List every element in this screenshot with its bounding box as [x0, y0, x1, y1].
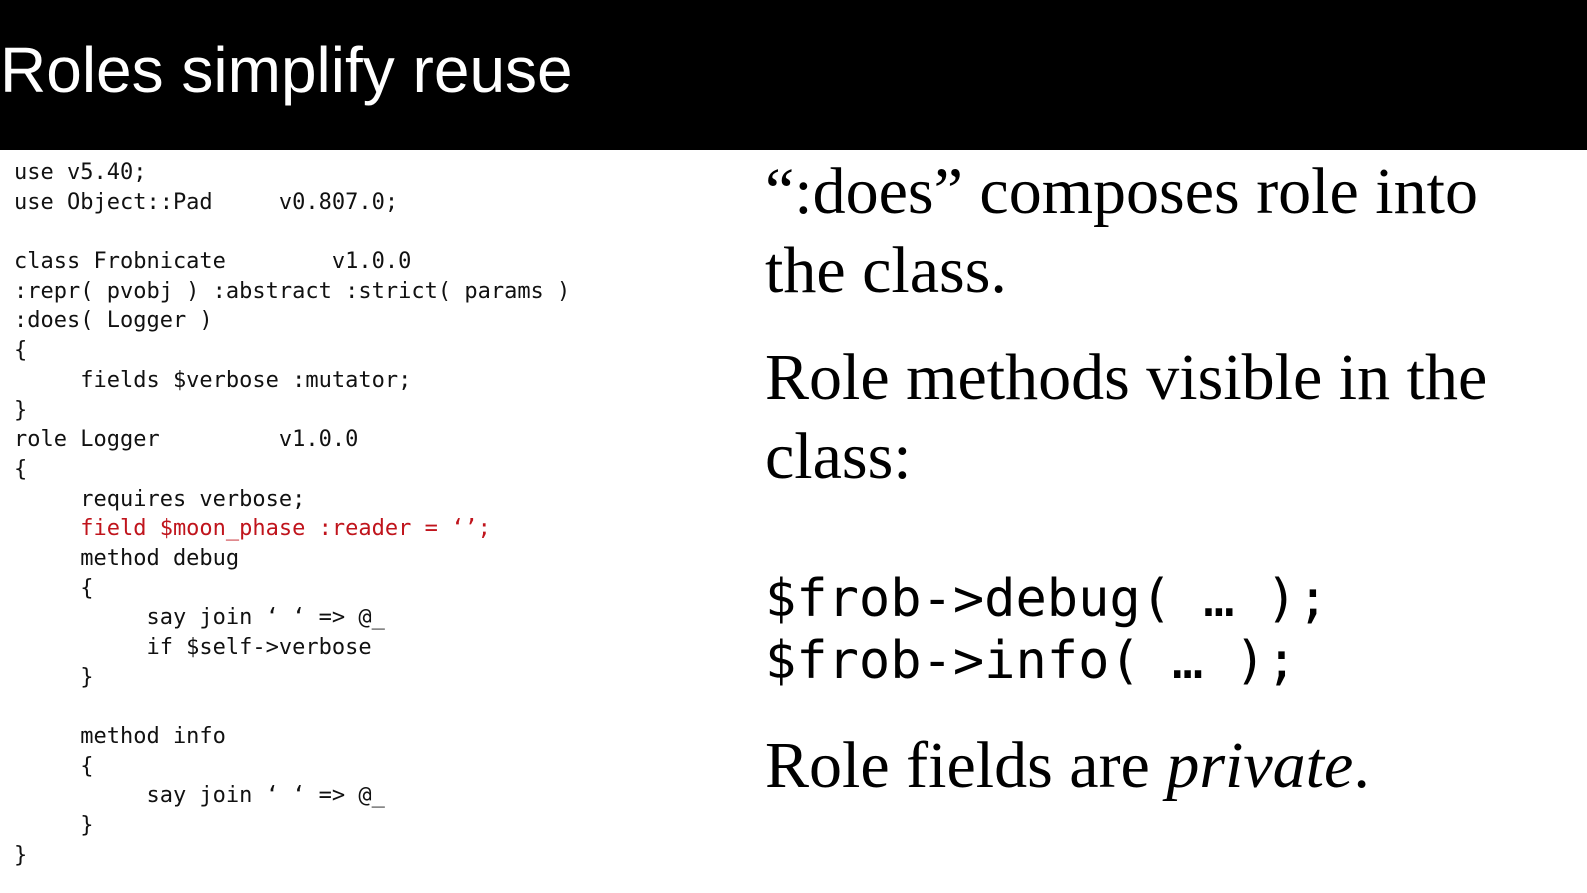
call-debug: $frob->debug( … ); — [765, 569, 1329, 629]
code-line — [14, 217, 570, 247]
code-line: { — [14, 575, 94, 601]
paragraph-role-fields: Role fields are private. — [765, 726, 1565, 805]
role-fields-suffix: . — [1353, 729, 1370, 802]
role-fields-prefix: Role fields are — [765, 729, 1167, 802]
code-line: } — [14, 813, 94, 839]
code-line: say join ‘ ‘ => @_ — [14, 783, 385, 809]
code-line: class Frobnicate v1.0.0 — [14, 249, 412, 275]
code-line: :repr( pvobj ) :abstract :strict( params… — [14, 278, 571, 304]
code-line: role Logger v1.0.0 — [14, 427, 359, 453]
code-line: method debug — [14, 545, 240, 571]
paragraph-role-methods: Role methods visible in the class: — [765, 341, 1488, 493]
code-line: method info — [14, 724, 226, 750]
title-bar: Roles simplify reuse — [0, 0, 1587, 150]
code-line: { — [14, 753, 94, 779]
code-line-highlighted: field $moon_phase :reader = ‘’; — [14, 516, 491, 542]
code-line: use v5.40; — [14, 160, 147, 185]
call-info: $frob->info( … ); — [765, 631, 1298, 691]
code-line: if $self->verbose — [14, 635, 372, 660]
code-line: use Object::Pad v0.807.0; — [14, 189, 399, 215]
method-calls: $frob->debug( … ); $frob->info( … ); — [765, 568, 1565, 692]
code-line: } — [14, 842, 28, 868]
role-fields-emphasis: private — [1166, 729, 1354, 802]
code-line: fields $verbose :mutator; — [14, 367, 412, 393]
code-line: { — [14, 338, 28, 364]
code-line: say join ‘ ‘ => @_ — [14, 605, 385, 631]
code-line: } — [14, 397, 28, 423]
code-line: :does( Logger ) — [14, 308, 213, 334]
code-line: requires verbose; — [14, 486, 306, 512]
code-line — [14, 692, 570, 722]
code-line: { — [14, 456, 28, 482]
paragraph-does: “:does” composes role into the class. — [765, 155, 1478, 307]
code-line: } — [14, 664, 94, 690]
code-block: use v5.40;use Object::Pad v0.807.0;class… — [14, 158, 570, 871]
slide-title: Roles simplify reuse — [0, 34, 573, 106]
bullet-column: “:does” composes role into the class. Ro… — [765, 152, 1565, 805]
